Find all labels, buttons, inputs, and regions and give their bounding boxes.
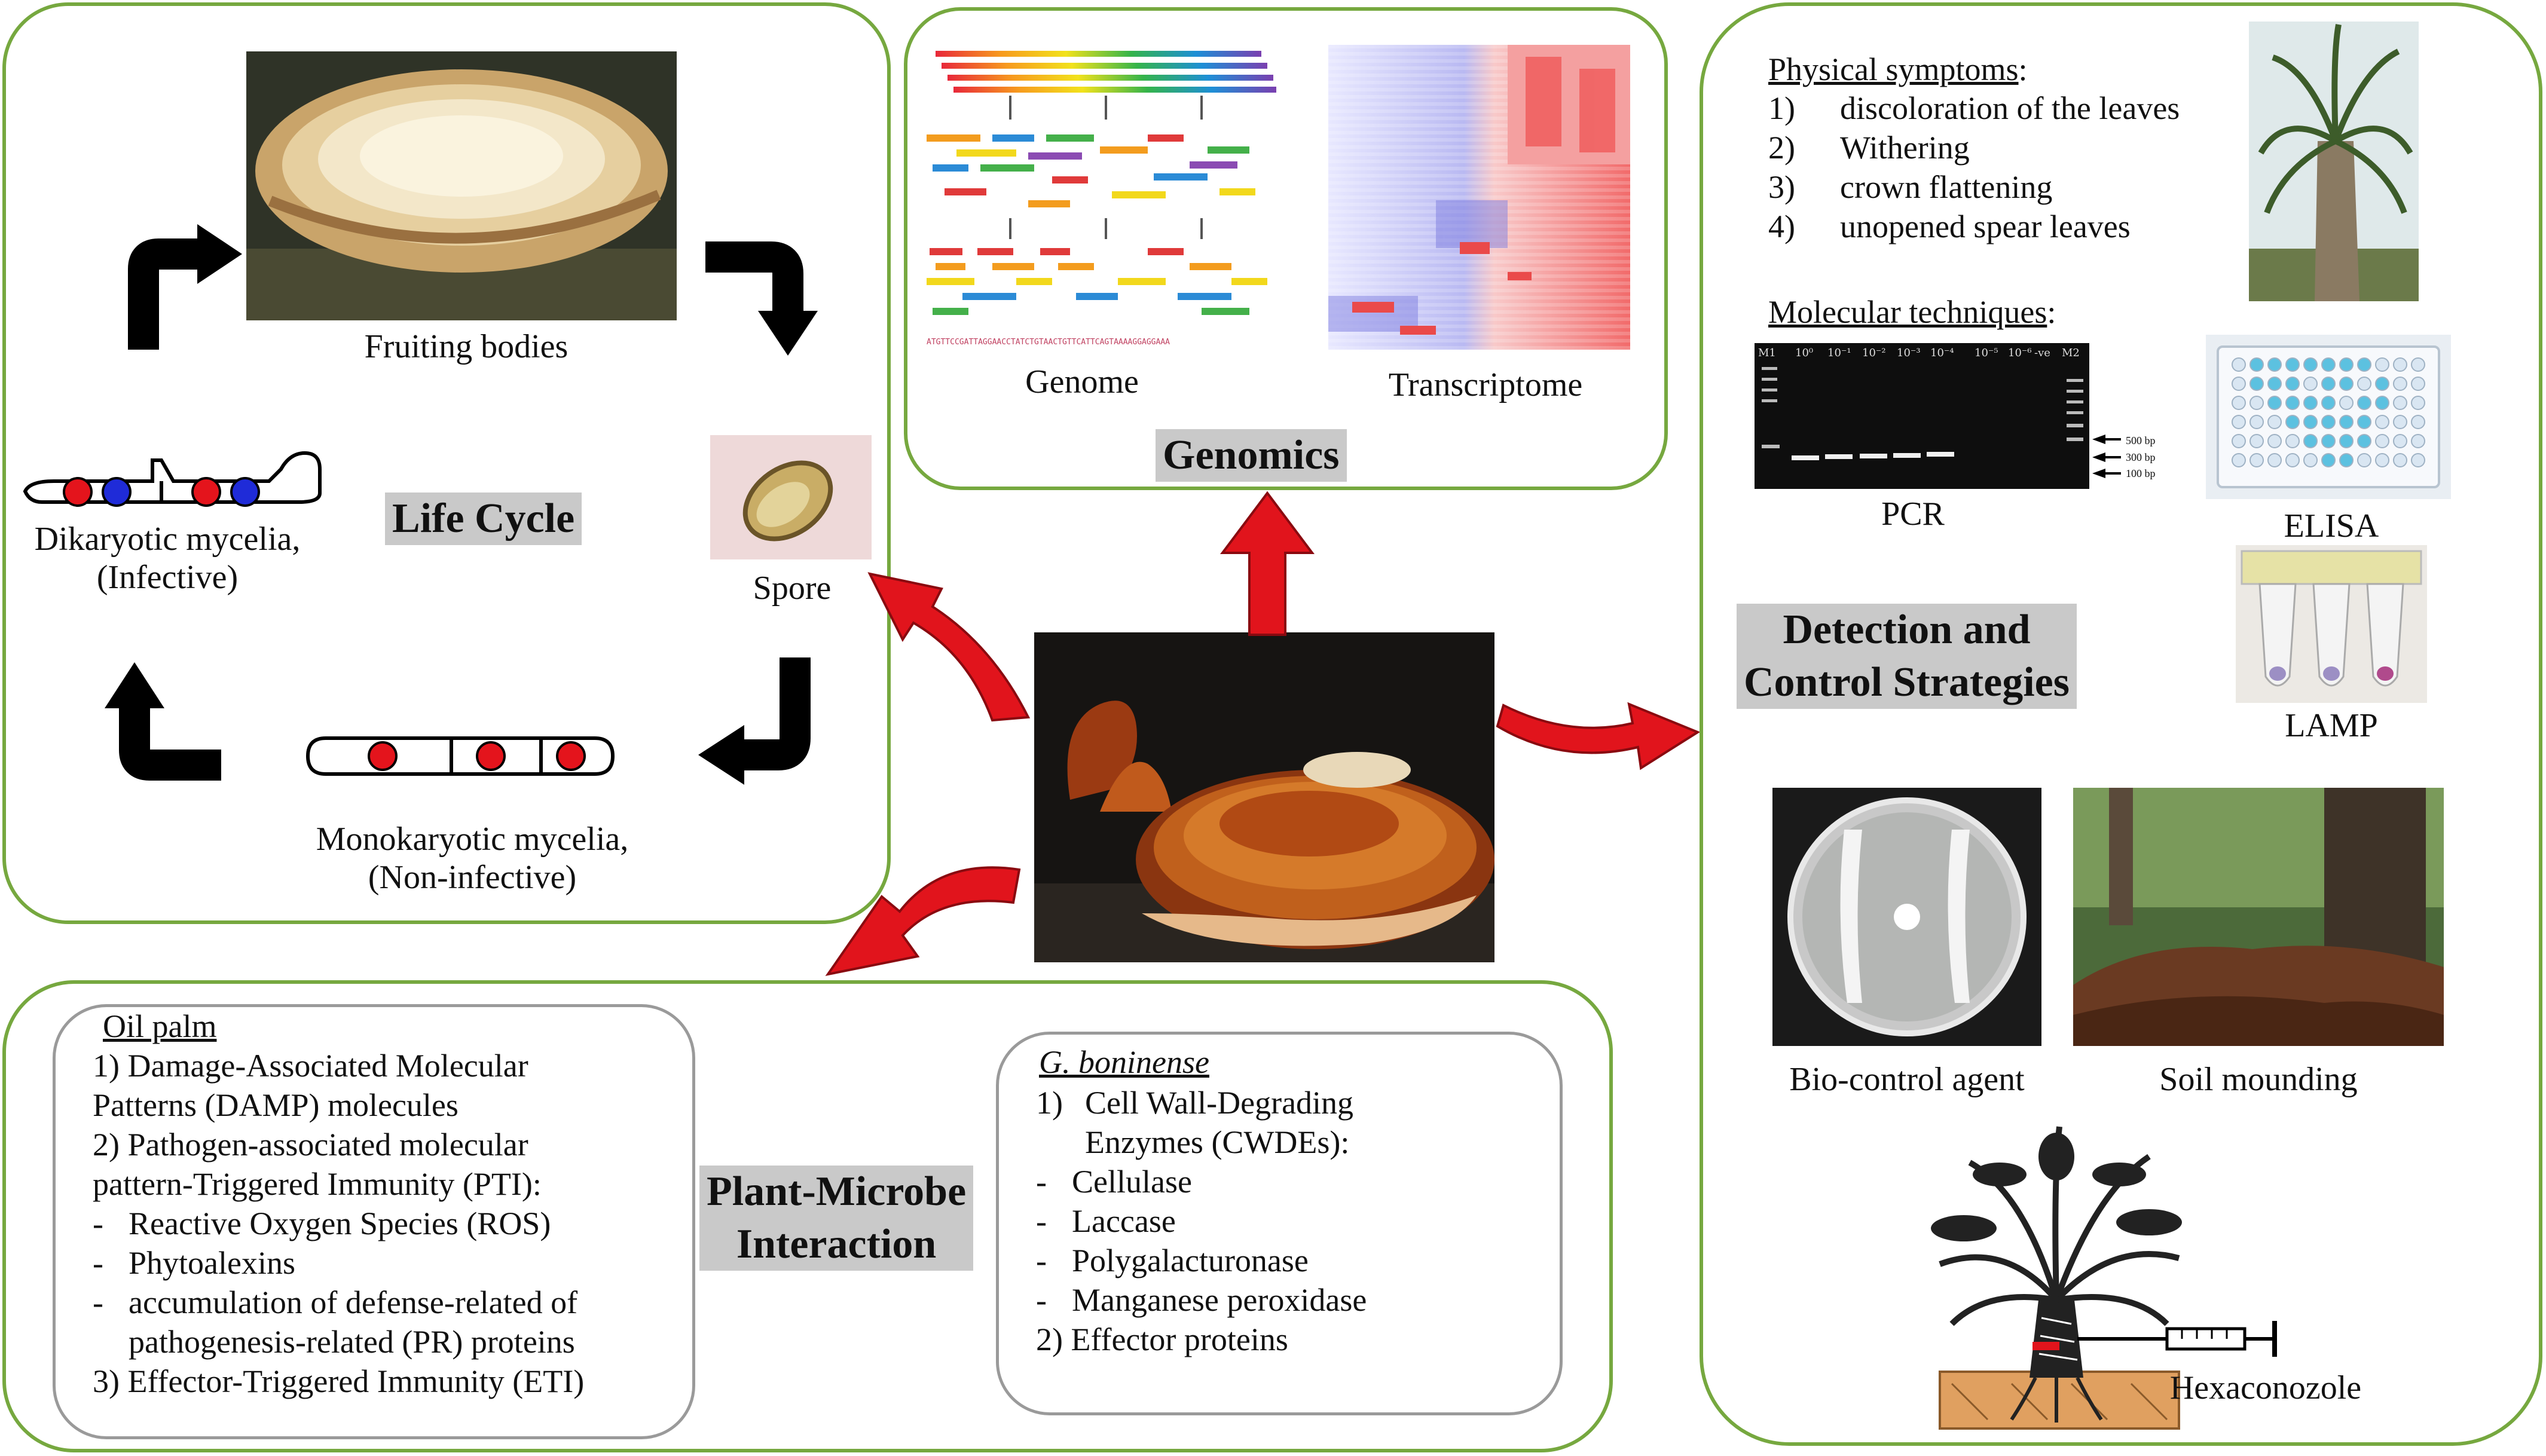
monokaryotic-label-line2: (Non-infective) [368,859,577,896]
gel-lane-label: -ve [2034,347,2050,359]
pcr-gel-illustration: M1 10⁰ 10⁻¹ 10⁻² 10⁻³ 10⁻⁴ 10⁻⁵ 10⁻⁶ -ve… [1755,343,2089,489]
g-boninense-bullet: -Laccase [1036,1203,1176,1239]
transcriptome-heatmap [1328,45,1630,350]
gel-marker-100: 100 bp [2126,467,2156,479]
hexaconozole-injection-illustration [1931,1126,2277,1430]
physical-symptoms-heading: Physical symptoms: [1768,51,2028,87]
biocontrol-label: Bio-control agent [1789,1061,2025,1098]
symptom-list: 1)discoloration of the leaves 2)Witherin… [1768,88,2180,246]
genome-label: Genome [1025,363,1139,400]
gel-marker-arrows [2092,435,2121,478]
arrow-to-genomics-icon [1220,491,1315,636]
oil-palm-line: 3) Effector-Triggered Immunity (ETI) [93,1363,585,1399]
g-boninense-list: 1)Cell Wall-Degrading Enzymes (CWDEs): -… [1036,1083,1367,1359]
genome-sequence: ATGTTCCGATTAGGAACCTATCTGTAACTGTTCATTCAGT… [927,338,1170,347]
spore-label: Spore [753,570,832,607]
oil-palm-line: pattern-Triggered Immunity (PTI): [93,1166,542,1202]
gel-lane-label: 10⁻¹ [1827,347,1851,359]
transcriptome-label: Transcriptome [1388,366,1583,403]
gel-lane-label: 10⁻⁴ [1930,347,1954,359]
gel-lane-label: M1 [1758,347,1776,359]
oil-palm-bullet: -Reactive Oxygen Species (ROS) [93,1206,551,1241]
elisa-label: ELISA [2284,507,2379,545]
soil-mounding-illustration [2073,788,2444,1046]
lamp-tubes-illustration [2236,545,2427,703]
g-boninense-heading: G. boninense [1039,1044,1209,1080]
elisa-plate-illustration [2206,335,2451,499]
arrow-to-life-cycle-icon [867,572,1031,722]
monokaryotic-mycelium-icon [305,736,615,776]
biocontrol-petri-photo [1772,788,2041,1046]
fruiting-body-illustration [246,51,677,320]
gel-lane-label: 10⁻² [1862,347,1886,359]
oil-palm-bullet: -Phytoalexins [93,1245,295,1281]
g-boninense-bullet: -Cellulase [1036,1164,1192,1200]
spore-illustration [710,435,872,559]
arrow-to-spore-icon [705,241,818,356]
gel-lane-label: M2 [2062,347,2080,359]
symptom-item: 2)Withering [1768,130,1970,166]
oil-palm-tree-photo [2249,22,2419,301]
g-boninense-item-continuation: Enzymes (CWDEs): [1085,1124,1350,1160]
dikaryotic-mycelium-icon [23,451,322,507]
pcr-label: PCR [1881,495,1945,533]
oil-palm-list: 1) Damage-Associated Molecular Patterns … [93,1046,584,1401]
ganoderma-photo [1034,632,1494,962]
plant-microbe-heading: Plant-Microbe Interaction [699,1166,974,1271]
gel-marker-500: 500 bp [2126,435,2156,446]
oil-palm-line: 2) Pathogen-associated molecular [93,1127,528,1163]
pcr-gel-photo: M1 10⁰ 10⁻¹ 10⁻² 10⁻³ 10⁻⁴ 10⁻⁵ 10⁻⁶ -ve… [1755,343,2089,489]
monokaryotic-label-line1: Monokaryotic mycelia, [316,821,629,858]
arrow-to-monokaryotic-icon [698,657,811,785]
symptom-item: 3)crown flattening [1768,169,2053,205]
elisa-plate-photo [2206,335,2451,499]
spore-photo [710,435,872,559]
oil-palm-bullet: -accumulation of defense-related of [93,1284,578,1320]
arrow-to-dikaryotic-icon [105,662,221,781]
genomics-heading: Genomics [1156,429,1347,482]
g-boninense-line: 2) Effector proteins [1036,1322,1288,1357]
oil-palm-bullet-continuation: pathogenesis-related (PR) proteins [129,1324,575,1360]
g-boninense-bullet: -Manganese peroxidase [1036,1282,1367,1318]
oil-palm-box [53,1004,695,1439]
gel-lane-label: 10⁻⁶ [2008,347,2032,359]
arrow-to-detection-icon [1496,702,1701,770]
g-boninense-item: 1)Cell Wall-Degrading [1036,1085,1354,1121]
symptom-item: 1)discoloration of the leaves [1768,90,2180,126]
gel-lane-label: 10⁰ [1795,347,1813,359]
detection-control-heading: Detection and Control Strategies [1737,604,2077,709]
g-boninense-box [996,1032,1563,1415]
oil-palm-line: Patterns (DAMP) molecules [93,1087,459,1123]
lamp-tubes-photo [2236,545,2427,703]
gel-lane-label: 10⁻⁵ [1975,347,1998,359]
lamp-label: LAMP [2285,707,2378,744]
oil-palm-line: 1) Damage-Associated Molecular [93,1048,528,1084]
dikaryotic-label-line1: Dikaryotic mycelia, [34,521,301,558]
soil-mounding-label: Soil mounding [2159,1061,2358,1098]
genome-assembly-illustration [927,51,1276,315]
hexaconozole-label: Hexaconozole [2169,1369,2362,1406]
molecular-techniques-heading: Molecular techniques: [1768,294,2056,330]
gel-marker-300: 300 bp [2126,451,2156,463]
arrow-to-interaction-icon [825,866,1021,976]
g-boninense-bullet: -Polygalacturonase [1036,1243,1309,1278]
ganoderma-illustration [1034,632,1494,962]
biocontrol-petri-illustration [1772,788,2041,1046]
oil-palm-tree-illustration [2249,22,2419,301]
life-cycle-heading: Life Cycle [385,493,582,545]
gel-lane-label: 10⁻³ [1897,347,1921,359]
oil-palm-heading: Oil palm [103,1008,217,1044]
fruiting-bodies-label: Fruiting bodies [364,328,569,365]
symptom-item: 4)unopened spear leaves [1768,209,2131,244]
soil-mounding-photo [2073,788,2444,1046]
fruiting-body-photo [246,51,677,320]
arrow-to-fruiting-icon [128,224,242,350]
dikaryotic-label-line2: (Infective) [96,559,239,596]
